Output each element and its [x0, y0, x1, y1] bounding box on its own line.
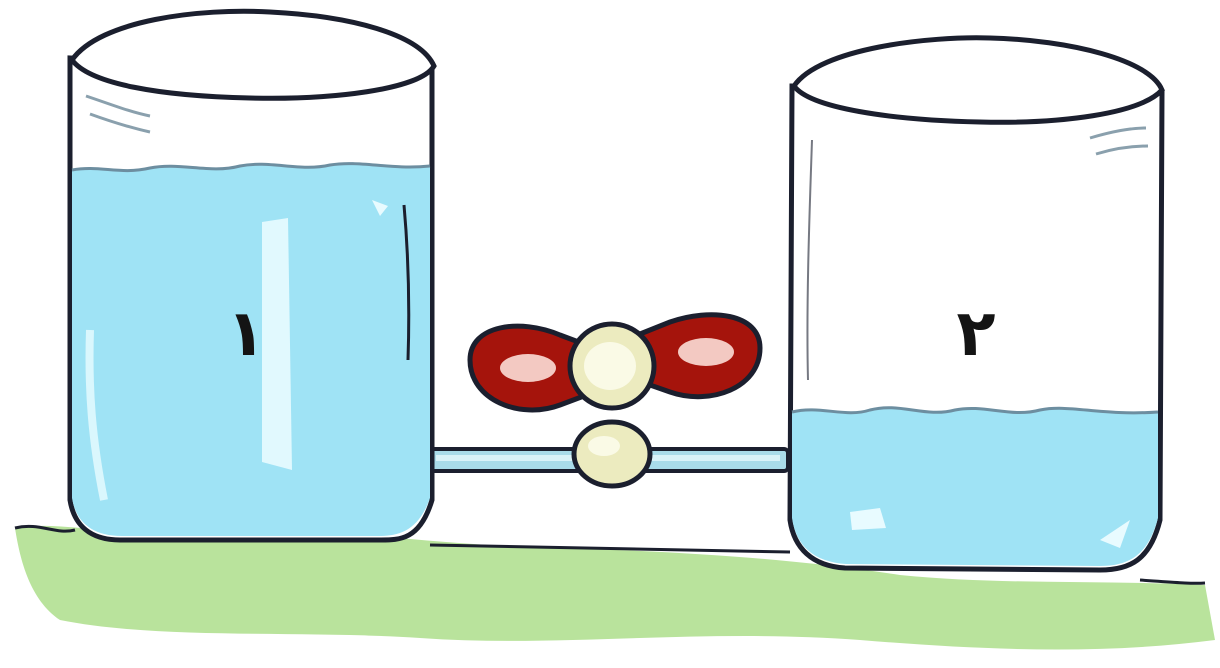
tank-1: ۱: [70, 11, 434, 540]
tank-2-label: ۲: [956, 297, 995, 371]
tank-2: ۲: [790, 38, 1162, 570]
tank-1-label: ۱: [226, 297, 265, 371]
tank-2-water: [792, 408, 1158, 566]
